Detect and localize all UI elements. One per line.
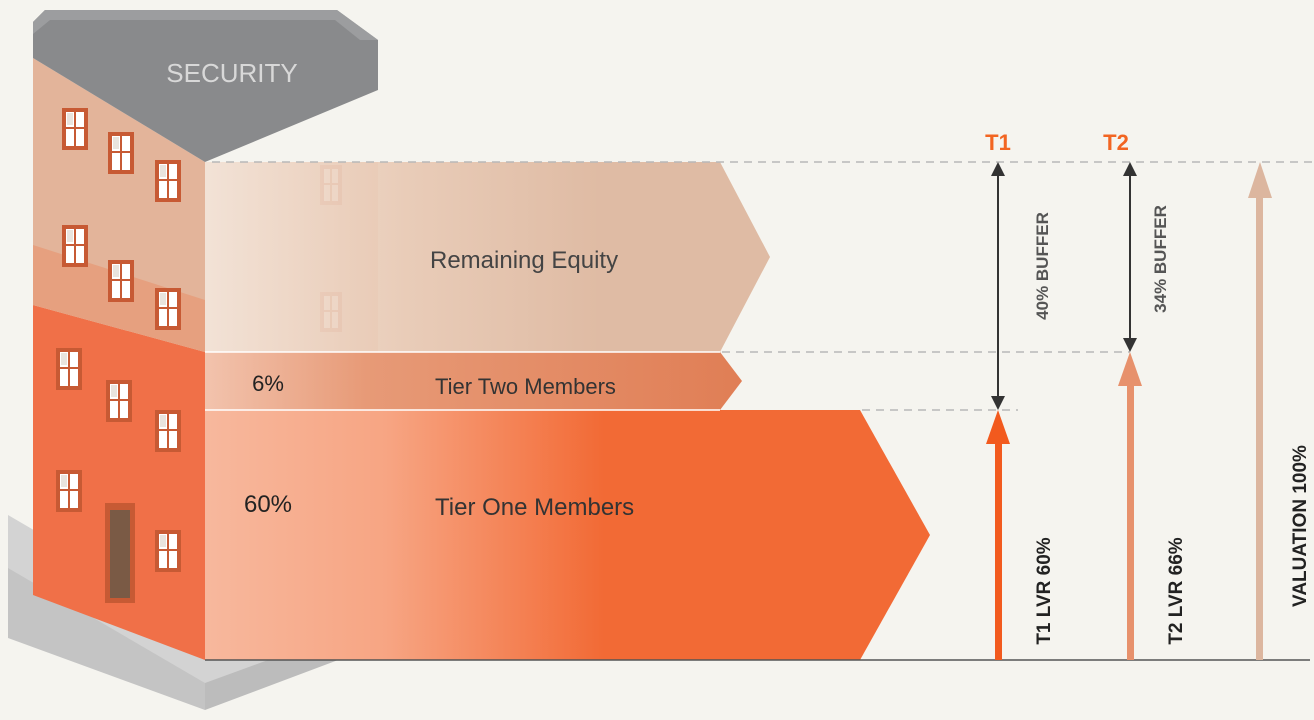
t1-buffer-label: 40% BUFFER bbox=[1033, 212, 1052, 320]
window bbox=[56, 348, 82, 390]
t1-header: T1 bbox=[985, 130, 1011, 155]
roof-edge bbox=[33, 10, 378, 40]
window bbox=[155, 410, 181, 452]
window bbox=[155, 160, 181, 202]
t2-lvr-arrow bbox=[1118, 352, 1142, 660]
window bbox=[106, 380, 132, 422]
tier-two-band bbox=[205, 352, 742, 410]
valuation-label: VALUATION 100% bbox=[1290, 445, 1311, 607]
t1-buffer-arrow bbox=[991, 162, 1005, 410]
window bbox=[62, 108, 88, 150]
t2-buffer-label: 34% BUFFER bbox=[1151, 205, 1170, 313]
tier-one-label: Tier One Members bbox=[435, 494, 634, 521]
valuation-arrow bbox=[1248, 162, 1272, 660]
t2-header: T2 bbox=[1103, 130, 1129, 155]
roof-label: SECURITY bbox=[166, 58, 297, 88]
t2-buffer-arrow bbox=[1123, 162, 1137, 352]
building-roof bbox=[33, 10, 378, 162]
window bbox=[56, 470, 82, 512]
window bbox=[62, 225, 88, 267]
remaining-equity-label: Remaining Equity bbox=[430, 247, 618, 274]
tier-one-percent: 60% bbox=[244, 491, 292, 518]
window bbox=[155, 288, 181, 330]
door-panel bbox=[110, 510, 130, 598]
tier-one-band bbox=[205, 410, 930, 660]
window bbox=[108, 260, 134, 302]
tier-two-percent: 6% bbox=[252, 371, 284, 396]
t1-lvr-label: T1 LVR 60% bbox=[1034, 537, 1055, 644]
t2-lvr-label: T2 LVR 66% bbox=[1166, 537, 1187, 644]
t1-lvr-arrow bbox=[986, 410, 1010, 660]
window bbox=[108, 132, 134, 174]
remaining-equity-band bbox=[205, 162, 770, 352]
window bbox=[155, 530, 181, 572]
tier-two-label: Tier Two Members bbox=[435, 374, 616, 399]
